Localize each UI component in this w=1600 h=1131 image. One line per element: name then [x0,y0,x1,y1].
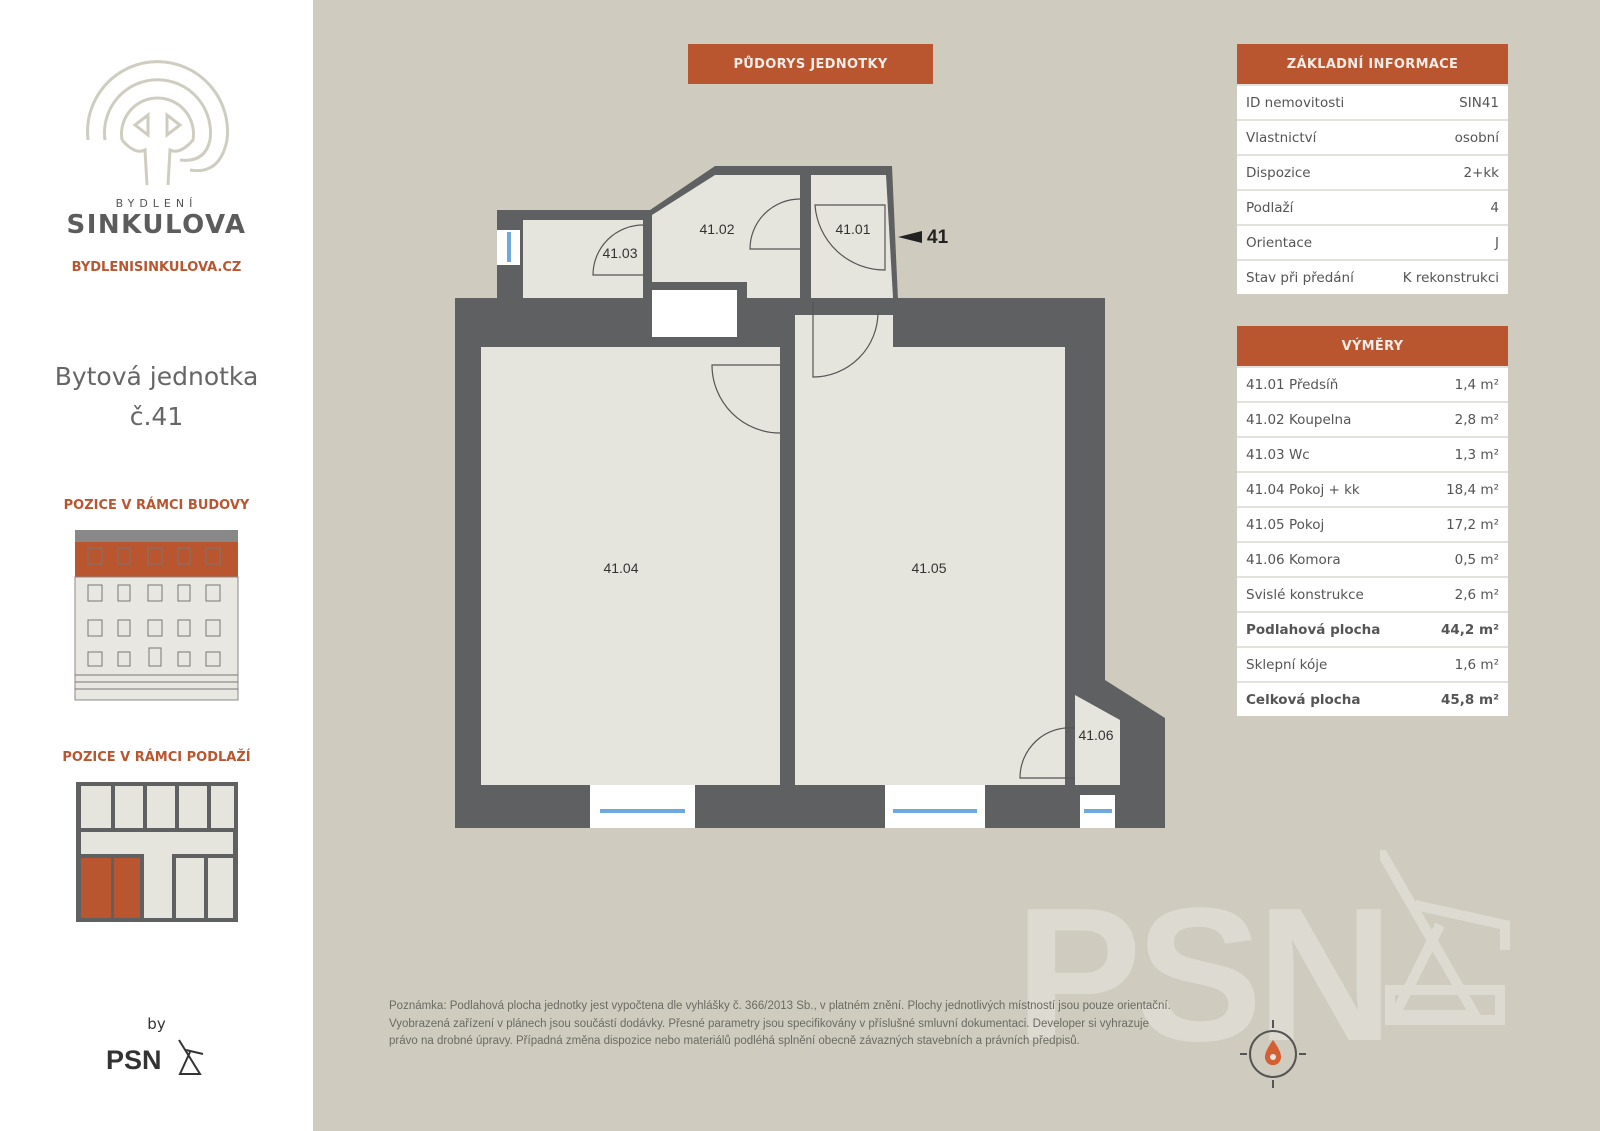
sidebar: BYDLENÍ SINKULOVA BYDLENISINKULOVA.CZ By… [0,0,313,1131]
row-label: Vlastnictví [1246,129,1317,146]
psn-crane-icon [178,1039,204,1075]
table-row: 41.05 Pokoj 17,2 m² [1237,506,1508,541]
row-label: Sklepní kóje [1246,656,1328,673]
row-value: SIN41 [1459,94,1499,111]
crane-watermark-icon [1380,850,1510,1025]
row-label: 41.05 Pokoj [1246,516,1325,533]
row-label: 41.04 Pokoj + kk [1246,481,1360,498]
row-value: 4 [1490,199,1499,216]
row-label: 41.06 Komora [1246,551,1341,568]
psn-watermark: PSN [1015,869,1394,1081]
floor-position-icon [76,782,238,922]
label-41-04: 41.04 [603,560,638,576]
row-label: Podlahová plocha [1246,621,1381,638]
row-label: Orientace [1246,234,1313,251]
unit-title: Bytová jednotka [54,362,259,391]
label-41-06: 41.06 [1078,727,1113,743]
room-41-01 [811,175,893,298]
table-row: ID nemovitosti SIN41 [1237,84,1508,119]
unit-number: č.41 [129,402,184,431]
footnote: Poznámka: Podlahová plocha jednotky jest… [389,1000,1171,1047]
brand-url-link[interactable]: BYDLENISINKULOVA.CZ [71,260,242,275]
row-label: 41.02 Koupelna [1246,411,1352,428]
table-row: 41.06 Komora 0,5 m² [1237,541,1508,576]
table-row: Celková plocha 45,8 m² [1237,681,1508,716]
row-label: Podlaží [1246,199,1294,216]
by-label: by [147,1015,166,1033]
row-value: osobní [1454,129,1499,146]
table-row: Orientace J [1237,224,1508,259]
row-label: Celková plocha [1246,691,1361,708]
row-label: ID nemovitosti [1246,94,1345,111]
basic-info-header: ZÁKLADNÍ INFORMACE [1237,44,1508,84]
room-41-04 [481,347,780,785]
brand-small: BYDLENÍ [115,197,198,210]
table-row: Podlahová plocha 44,2 m² [1237,611,1508,646]
room-41-02 [652,175,800,298]
row-value: 18,4 m² [1446,481,1499,498]
row-value: 2,6 m² [1454,586,1499,603]
room-41-03 [523,220,643,298]
room-41-05 [795,315,1065,785]
table-row: 41.04 Pokoj + kk 18,4 m² [1237,471,1508,506]
psn-logo: PSN [106,1045,162,1075]
compass-icon [1240,1020,1306,1088]
row-value: 17,2 m² [1446,516,1499,533]
room-41-06 [1075,695,1120,785]
label-41-03: 41.03 [602,245,637,261]
table-row: Vlastnictví osobní [1237,119,1508,154]
table-row: Svislé konstrukce 2,6 m² [1237,576,1508,611]
section-floor: POZICE V RÁMCI PODLAŽÍ [62,750,251,765]
table-row: Sklepní kóje 1,6 m² [1237,646,1508,681]
sinkulova-logo-icon [86,60,229,186]
row-label: Dispozice [1246,164,1311,181]
row-value: 45,8 m² [1441,691,1499,708]
door-swings [592,198,1076,779]
row-value: 44,2 m² [1441,621,1499,638]
label-41-01: 41.01 [835,221,870,237]
row-value: 1,3 m² [1454,446,1499,463]
row-label: Stav při předání [1246,269,1354,286]
label-41-05: 41.05 [911,560,946,576]
row-label: Svislé konstrukce [1246,586,1364,603]
plan-title: PŮDORYS JEDNOTKY [688,44,933,84]
table-row: 41.02 Koupelna 2,8 m² [1237,401,1508,436]
table-row: Dispozice 2+kk [1237,154,1508,189]
section-building: POZICE V RÁMCI BUDOVY [63,498,250,513]
row-value: 2+kk [1463,164,1499,181]
table-row: 41.03 Wc 1,3 m² [1237,436,1508,471]
building-facade-icon [74,530,239,701]
table-row: Podlaží 4 [1237,189,1508,224]
row-value: 2,8 m² [1454,411,1499,428]
entrance-label: 41 [927,227,949,248]
areas-table: VÝMĚRY 41.01 Předsíň 1,4 m² 41.02 Koupelna… [1237,326,1508,716]
row-value: K rekonstrukci [1402,269,1499,286]
row-value: J [1495,234,1499,251]
table-row: Stav při předání K rekonstrukci [1237,259,1508,294]
row-label: 41.01 Předsíň [1246,376,1339,393]
row-value: 1,4 m² [1454,376,1499,393]
row-value: 1,6 m² [1454,656,1499,673]
row-value: 0,5 m² [1454,551,1499,568]
entrance-arrow-icon [898,231,922,243]
areas-header: VÝMĚRY [1237,326,1508,366]
table-row: 41.01 Předsíň 1,4 m² [1237,366,1508,401]
brand-name: SINKULOVA [66,210,247,240]
label-41-02: 41.02 [699,221,734,237]
row-label: 41.03 Wc [1246,446,1310,463]
